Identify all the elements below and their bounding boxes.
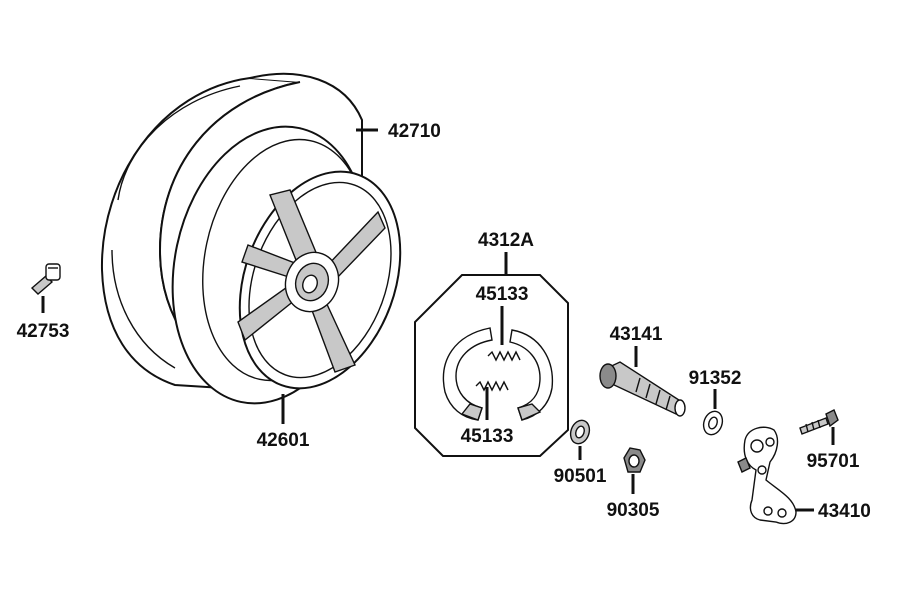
label-spring-lower: 45133 — [461, 426, 514, 447]
label-brake-shoe-set: 4312A — [478, 230, 534, 251]
label-valve: 42753 — [17, 321, 70, 342]
brake-shoe-set — [414, 274, 569, 457]
nut — [623, 447, 646, 473]
washer-small — [702, 410, 724, 436]
brake-cam — [599, 361, 686, 417]
label-wheel: 42601 — [257, 430, 310, 451]
label-tire: 42710 — [388, 121, 441, 142]
label-brake-arm: 43410 — [818, 501, 871, 522]
bolt — [799, 409, 839, 435]
label-spring-upper: 45133 — [476, 284, 529, 305]
brake-arm — [737, 426, 797, 525]
label-brake-cam: 43141 — [610, 324, 663, 345]
label-washer-small: 91352 — [689, 368, 742, 389]
label-washer: 90501 — [554, 466, 607, 487]
label-nut: 90305 — [607, 500, 660, 521]
valve-stem — [30, 263, 61, 295]
label-bolt: 95701 — [807, 451, 860, 472]
washer — [569, 419, 591, 445]
wheel-rim — [237, 170, 402, 390]
